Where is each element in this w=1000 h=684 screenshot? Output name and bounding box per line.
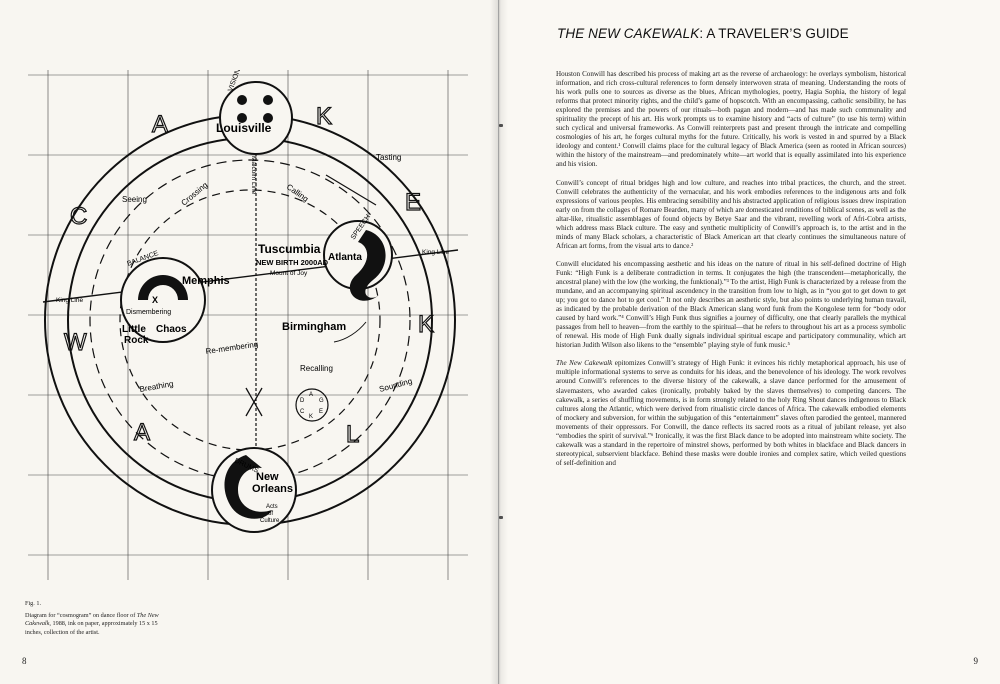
margin-mark bbox=[499, 516, 503, 519]
crossing-label: Crossing bbox=[180, 180, 210, 207]
mount-of-joy-label: Mount of Joy bbox=[270, 270, 308, 277]
king-line-right-label: King Line bbox=[422, 249, 449, 256]
letter-w: W bbox=[64, 329, 87, 356]
leaf-icon bbox=[333, 321, 367, 343]
letter-a-top: A bbox=[152, 111, 168, 138]
new-birth-label: NEW BIRTH 2000AD bbox=[256, 258, 329, 267]
letter-e: E bbox=[405, 189, 421, 216]
article-body: Houston Conwill has described his proces… bbox=[556, 70, 906, 477]
book-gutter bbox=[490, 0, 508, 684]
paragraph-2: Conwill’s concept of ritual bridges high… bbox=[556, 178, 906, 250]
compass-cross-icon bbox=[245, 387, 263, 417]
acts-label-1: Acts bbox=[266, 504, 278, 510]
caption-title: The New Cakewalk bbox=[25, 612, 159, 628]
seeing-label: Seeing bbox=[122, 195, 147, 204]
paragraph-1: Houston Conwill has described his proces… bbox=[556, 70, 906, 169]
page-title: THE NEW CAKEWALK: A TRAVELER’S GUIDE bbox=[557, 26, 849, 41]
title-rest: : A TRAVELER’S GUIDE bbox=[699, 26, 849, 41]
letter-k-top: K bbox=[316, 103, 332, 130]
memphis-node: Memphis BALANCE X Dismembering Chaos bbox=[120, 250, 230, 343]
wheel-e: E bbox=[319, 409, 323, 415]
margin-mark bbox=[499, 124, 503, 127]
malcolm-line-label: Malcolm Line bbox=[250, 156, 257, 195]
little-rock-label-1: Little bbox=[122, 324, 146, 335]
atlanta-label: Atlanta bbox=[328, 252, 362, 263]
king-line-left-label: King Line bbox=[56, 297, 83, 304]
wheel-d: D bbox=[300, 398, 305, 404]
paragraph-4: The New Cakewalk epitomizes Conwill’s st… bbox=[556, 359, 906, 468]
acts-label-3: Culture bbox=[260, 518, 280, 524]
figure-caption: Fig. 1. Diagram for “cosmogram” on dance… bbox=[25, 600, 165, 637]
paragraph-4-lead: The New Cakewalk bbox=[556, 359, 613, 368]
dashed-circle bbox=[89, 159, 411, 481]
hexagon-wheel: A G E K C D bbox=[295, 388, 329, 422]
calling-label: Calling bbox=[285, 182, 310, 203]
birmingham-label: Birmingham bbox=[282, 321, 346, 333]
letter-l: L bbox=[346, 421, 359, 448]
king-line bbox=[42, 249, 459, 303]
caption-text-2: , 1988, ink on paper, approximately 15 x… bbox=[25, 620, 158, 636]
louisville-label: Louisville bbox=[216, 121, 272, 135]
letter-a-bottom: A bbox=[134, 419, 150, 446]
caption-text-1: Diagram for “cosmogram” on dance floor o… bbox=[25, 612, 137, 620]
chaos-label: Chaos bbox=[156, 324, 187, 335]
little-rock-label-2: Rock bbox=[124, 335, 149, 346]
remembering-label: Re-membering bbox=[205, 340, 259, 356]
paragraph-3: Conwill elucidated his encompassing aest… bbox=[556, 259, 906, 350]
new-orleans-label-1: New bbox=[256, 471, 279, 483]
x-mark: X bbox=[152, 295, 158, 305]
right-page: THE NEW CAKEWALK: A TRAVELER’S GUIDE Hou… bbox=[499, 0, 1000, 684]
wheel-g: G bbox=[319, 398, 324, 404]
new-orleans-label-2: Orleans bbox=[252, 483, 293, 495]
recalling-label: Recalling bbox=[300, 364, 333, 373]
left-page: A K C E W K A L Louisville VISION bbox=[0, 0, 499, 684]
title-italic: THE NEW CAKEWALK bbox=[557, 26, 700, 41]
acts-label-2: of bbox=[268, 511, 273, 517]
cosmogram-diagram: A K C E W K A L Louisville VISION bbox=[28, 70, 468, 580]
page-number-left: 8 bbox=[22, 656, 27, 666]
arrow-icon bbox=[325, 174, 377, 206]
wheel-a: A bbox=[309, 392, 313, 398]
wheel-c: C bbox=[300, 409, 305, 415]
atlanta-node: Atlanta SPEECH bbox=[323, 214, 393, 301]
paragraph-4-text: epitomizes Conwill’s strategy of High Fu… bbox=[556, 359, 906, 467]
inner-dashed-circle bbox=[119, 189, 381, 451]
louisville-node: Louisville VISION bbox=[216, 70, 293, 155]
letter-c: C bbox=[70, 203, 87, 230]
new-orleans-node: New Orleans DRUMS Acts of Culture bbox=[211, 447, 297, 533]
sounding-label: Sounding bbox=[378, 376, 413, 393]
caption-fig-label: Fig. 1. bbox=[25, 600, 41, 607]
dismembering-label: Dismembering bbox=[126, 309, 171, 316]
wheel-k: K bbox=[309, 414, 313, 420]
tasting-label: Tasting bbox=[376, 153, 401, 162]
breathing-label: Breathing bbox=[139, 379, 174, 394]
tuscumbia-label: Tuscumbia bbox=[258, 242, 321, 256]
memphis-label: Memphis bbox=[182, 275, 230, 287]
page-number-right: 9 bbox=[973, 656, 979, 666]
letter-k-right: K bbox=[418, 311, 434, 338]
